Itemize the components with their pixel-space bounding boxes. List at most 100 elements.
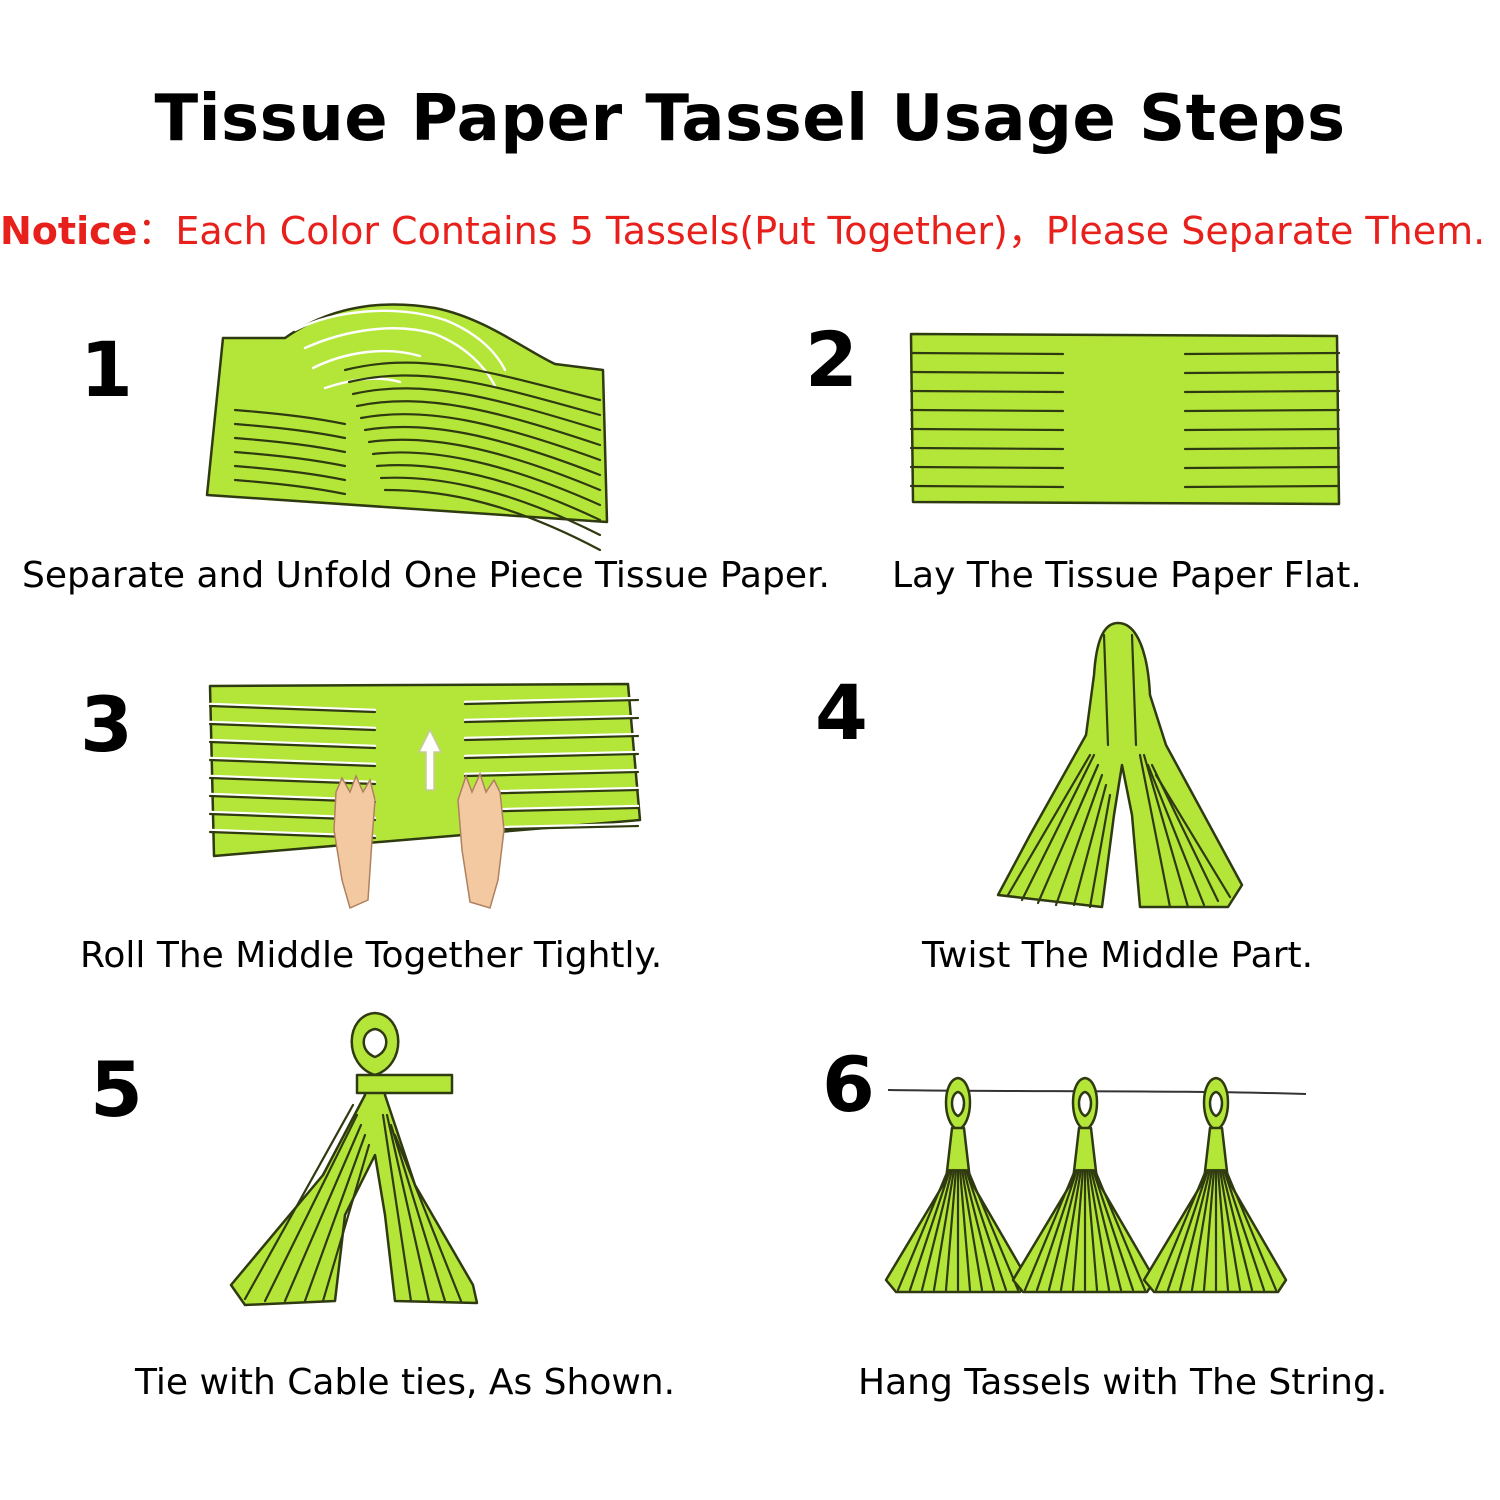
- step-5-caption: Tie with Cable ties, As Shown.: [135, 1362, 676, 1403]
- fringe-cut: [1091, 1168, 1135, 1292]
- fringe-cut: [1224, 1168, 1278, 1292]
- fringe-cut: [1102, 633, 1110, 747]
- fringe-cut: [909, 465, 1065, 470]
- fringe-cut: [208, 740, 377, 750]
- notice-body: ：Each Color Contains 5 Tassels(Put Toget…: [137, 209, 1486, 253]
- fringe-cut: [1178, 1168, 1212, 1292]
- step-6-illustration: [884, 1076, 1307, 1294]
- fringe-cut: [263, 1113, 359, 1303]
- fringe-cut: [960, 1168, 984, 1292]
- fringe-cut: [303, 1133, 367, 1303]
- fringe-cut: [1146, 763, 1206, 907]
- fringe-cut: [1154, 1168, 1208, 1292]
- fringe-cut: [385, 1113, 431, 1303]
- fringe-cut: [208, 702, 377, 712]
- fringe-cut: [463, 714, 640, 722]
- fringe-cut: [233, 478, 347, 496]
- fringe-cut: [1054, 773, 1104, 907]
- fringe-cut: [1093, 1168, 1147, 1292]
- fringe-cut: [1220, 1168, 1254, 1292]
- fringe-cut: [393, 1133, 463, 1303]
- step-4-caption: Twist The Middle Part.: [922, 935, 1314, 976]
- right-hand-icon: [457, 771, 505, 909]
- hanging-string: [887, 1089, 1307, 1095]
- step-3-illustration: [208, 682, 642, 910]
- step-1-illustration: [205, 303, 609, 552]
- fringe-cut: [932, 1168, 956, 1292]
- fringe-cut: [208, 738, 377, 748]
- fringe-cut: [233, 408, 347, 426]
- fringe-cut: [359, 413, 602, 462]
- fringe-cut: [1183, 351, 1341, 356]
- fringe-cut: [208, 756, 377, 766]
- fringe-cut: [1183, 484, 1341, 489]
- fringe-cut: [908, 1168, 952, 1292]
- left-hand-icon: [333, 774, 376, 910]
- step-2-illustration: [909, 332, 1341, 506]
- fringe-cut: [233, 436, 347, 454]
- step-6-number: 6: [822, 1040, 875, 1129]
- fringe-cut: [1183, 408, 1341, 413]
- fringe-cut: [243, 1103, 355, 1301]
- fringe-cut: [1020, 753, 1096, 902]
- fringe-cut: [463, 698, 640, 706]
- fringe-cut: [463, 696, 640, 704]
- fringe-cut: [383, 488, 602, 552]
- fringe-cut: [1138, 753, 1172, 909]
- fringe-cut: [1183, 465, 1341, 470]
- up-arrow-icon: [417, 728, 443, 791]
- step-1-number: 1: [80, 325, 133, 414]
- fringe-cut: [1183, 370, 1341, 375]
- fringe-cut: [233, 464, 347, 482]
- fringe-cut: [233, 450, 347, 468]
- fringe-cut: [966, 1168, 1020, 1292]
- hanging-tassel: [1142, 1076, 1288, 1294]
- fringe-cut: [208, 704, 377, 714]
- fringe-cut: [1006, 753, 1092, 897]
- fringe-cut: [958, 1168, 972, 1292]
- fringe-cut: [1218, 1168, 1242, 1292]
- fringe-cut: [1036, 763, 1100, 905]
- cable-tie: [355, 1073, 454, 1095]
- fringe-cut: [283, 1123, 363, 1303]
- fringe-cut: [347, 374, 602, 417]
- fringe-cut: [381, 1113, 413, 1303]
- fringe-cut: [1183, 446, 1341, 451]
- fringe-cut: [208, 774, 377, 784]
- fringe-cut: [1222, 1168, 1266, 1292]
- fringe-cut: [1216, 1168, 1230, 1292]
- fringe-cut: [1085, 1168, 1099, 1292]
- hanging-tassel: [1011, 1076, 1157, 1294]
- fringe-cut: [1183, 427, 1341, 432]
- fringe-cut: [1047, 1168, 1081, 1292]
- fringe-cut: [962, 1168, 996, 1292]
- step-6-caption: Hang Tassels with The String.: [858, 1362, 1388, 1403]
- fringe-cut: [463, 770, 640, 778]
- fringe-cut: [355, 400, 602, 447]
- fringe-cut: [321, 1143, 371, 1303]
- fringe-cut: [343, 361, 602, 402]
- fringe-cut: [375, 464, 602, 522]
- fringe-cut: [1023, 1168, 1077, 1292]
- fringe-cut: [379, 476, 602, 537]
- fringe-cut: [964, 1168, 1008, 1292]
- page-title: Tissue Paper Tassel Usage Steps: [154, 82, 1346, 156]
- fringe-cut: [463, 752, 640, 760]
- step-4-number: 4: [815, 668, 868, 757]
- fringe-cut: [1202, 1168, 1216, 1292]
- step-2-number: 2: [805, 315, 858, 404]
- fringe-cut: [463, 716, 640, 724]
- fringe-cut: [1190, 1168, 1214, 1292]
- fringe-cut: [208, 720, 377, 730]
- fringe-cut: [233, 422, 347, 440]
- fringe-cut: [1035, 1168, 1079, 1292]
- fringe-cut: [909, 389, 1065, 394]
- notice-text: Notice：Each Color Contains 5 Tassels(Put…: [0, 200, 1500, 255]
- hanging-tassel: [884, 1076, 1030, 1294]
- fringe-cut: [208, 722, 377, 732]
- fringe-cut: [371, 451, 602, 507]
- fringe-cut: [463, 768, 640, 776]
- fringe-cut: [351, 387, 602, 432]
- fringe-cut: [463, 750, 640, 758]
- step-5-number: 5: [90, 1045, 143, 1134]
